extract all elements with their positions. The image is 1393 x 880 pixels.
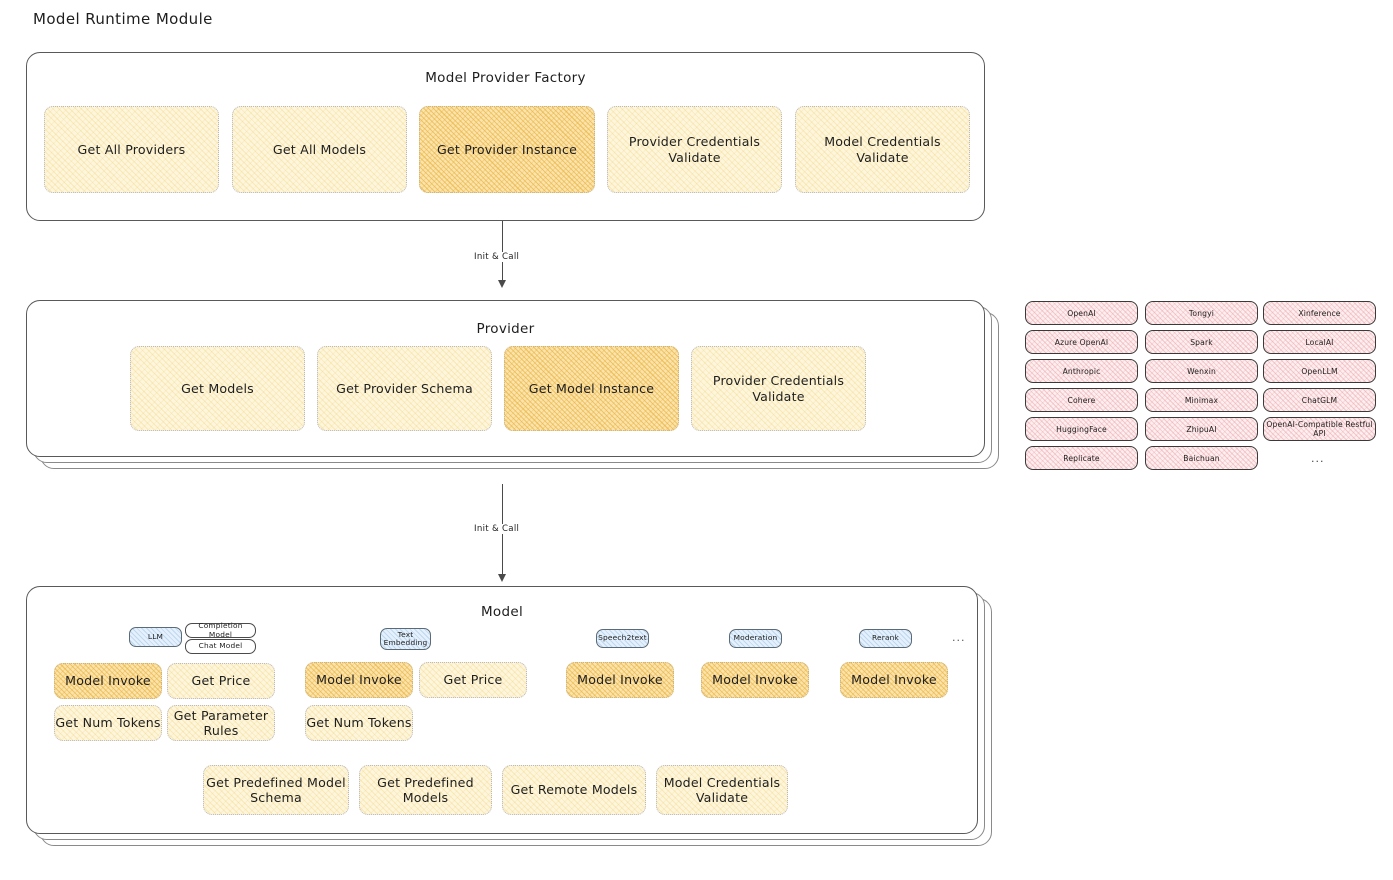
- model-common-get-predefined-model-schema[interactable]: Get Predefined Model Schema: [203, 765, 349, 815]
- arrow-factory-to-provider-label: Init & Call: [470, 252, 524, 262]
- provider-chip-baichuan[interactable]: Baichuan: [1145, 446, 1258, 470]
- model-common-get-remote-models[interactable]: Get Remote Models: [502, 765, 646, 815]
- provider-chip-openllm[interactable]: OpenLLM: [1263, 359, 1376, 383]
- arrow-provider-to-model-head: [498, 574, 506, 582]
- model-group-subtag-completion-model[interactable]: Completion Model: [185, 622, 256, 638]
- factory-item-get-all-models[interactable]: Get All Models: [232, 106, 407, 193]
- model-title: Model: [480, 604, 524, 620]
- arrow-provider-to-model-label: Init & Call: [470, 524, 524, 534]
- model-llm-item-get-num-tokens[interactable]: Get Num Tokens: [54, 705, 162, 741]
- model-common-get-predefined-models[interactable]: Get Predefined Models: [359, 765, 492, 815]
- provider-item-provider-credentials-validate[interactable]: Provider Credentials Validate: [691, 346, 866, 431]
- model-group-tag-rerank[interactable]: Rerank: [859, 629, 912, 648]
- provider-chip-spark[interactable]: Spark: [1145, 330, 1258, 354]
- model-llm-item-get-parameter-rules[interactable]: Get Parameter Rules: [167, 705, 275, 741]
- provider-chip-ellipsis: ...: [1311, 452, 1325, 465]
- model-moderation-item-model-invoke[interactable]: Model Invoke: [701, 662, 809, 698]
- page-title: Model Runtime Module: [33, 10, 213, 28]
- provider-chip-openai[interactable]: OpenAI: [1025, 301, 1138, 325]
- provider-chip-azure-openai[interactable]: Azure OpenAI: [1025, 330, 1138, 354]
- model-group-subtag-chat-model[interactable]: Chat Model: [185, 639, 256, 654]
- provider-chip-minimax[interactable]: Minimax: [1145, 388, 1258, 412]
- provider-item-get-model-instance[interactable]: Get Model Instance: [504, 346, 679, 431]
- model-group-tag-moderation[interactable]: Moderation: [729, 629, 782, 648]
- model-provider-factory-title: Model Provider Factory: [425, 70, 586, 86]
- provider-item-get-provider-schema[interactable]: Get Provider Schema: [317, 346, 492, 431]
- provider-chip-huggingface[interactable]: HuggingFace: [1025, 417, 1138, 441]
- model-group-tag-llm[interactable]: LLM: [129, 627, 182, 647]
- factory-item-get-provider-instance[interactable]: Get Provider Instance: [419, 106, 595, 193]
- model-llm-item-get-price[interactable]: Get Price: [167, 663, 275, 699]
- factory-item-provider-credentials-validate[interactable]: Provider Credentials Validate: [607, 106, 782, 193]
- model-rerank-item-model-invoke[interactable]: Model Invoke: [840, 662, 948, 698]
- provider-chip-zhipuai[interactable]: ZhipuAI: [1145, 417, 1258, 441]
- provider-chip-tongyi[interactable]: Tongyi: [1145, 301, 1258, 325]
- model-llm-item-model-invoke[interactable]: Model Invoke: [54, 663, 162, 699]
- provider-chip-localai[interactable]: LocalAI: [1263, 330, 1376, 354]
- provider-chip-replicate[interactable]: Replicate: [1025, 446, 1138, 470]
- model-text-embedding-item-model-invoke[interactable]: Model Invoke: [305, 662, 413, 698]
- model-speech2text-item-model-invoke[interactable]: Model Invoke: [566, 662, 674, 698]
- model-group-tag-speech2text[interactable]: Speech2text: [596, 629, 649, 648]
- model-group-tag-text-embedding[interactable]: Text Embedding: [380, 628, 431, 650]
- provider-chip-openai-compatible-restful-api[interactable]: OpenAI-Compatible Restful API: [1263, 417, 1376, 441]
- provider-chip-xinference[interactable]: Xinference: [1263, 301, 1376, 325]
- model-common-model-credentials-validate[interactable]: Model Credentials Validate: [656, 765, 788, 815]
- factory-item-model-credentials-validate[interactable]: Model Credentials Validate: [795, 106, 970, 193]
- provider-chip-wenxin[interactable]: Wenxin: [1145, 359, 1258, 383]
- model-text-embedding-item-get-num-tokens[interactable]: Get Num Tokens: [305, 705, 413, 741]
- provider-chip-cohere[interactable]: Cohere: [1025, 388, 1138, 412]
- arrow-factory-to-provider-head: [498, 280, 506, 288]
- provider-chip-chatglm[interactable]: ChatGLM: [1263, 388, 1376, 412]
- provider-item-get-models[interactable]: Get Models: [130, 346, 305, 431]
- factory-item-get-all-providers[interactable]: Get All Providers: [44, 106, 219, 193]
- model-text-embedding-item-get-price[interactable]: Get Price: [419, 662, 527, 698]
- provider-title: Provider: [476, 321, 535, 337]
- model-groups-ellipsis: ...: [952, 631, 966, 644]
- provider-chip-anthropic[interactable]: Anthropic: [1025, 359, 1138, 383]
